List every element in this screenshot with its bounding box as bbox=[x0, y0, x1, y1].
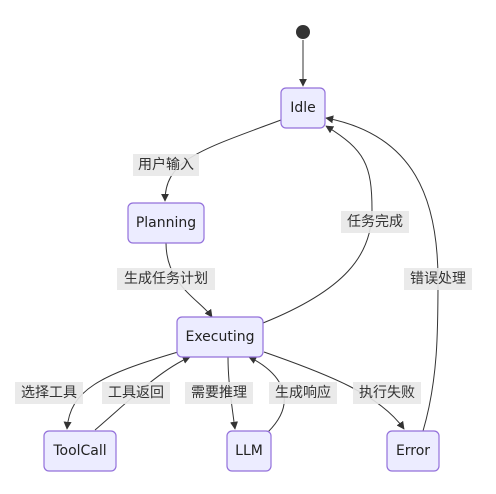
state-toolcall-label: ToolCall bbox=[52, 443, 106, 459]
state-planning-label: Planning bbox=[136, 215, 196, 231]
state-error[interactable]: Error bbox=[386, 430, 440, 472]
edge-executing-to-toolcall bbox=[63, 351, 179, 430]
state-executing-label: Executing bbox=[185, 329, 254, 345]
state-toolcall[interactable]: ToolCall bbox=[43, 430, 117, 472]
edge-label-error-handling-text: 错误处理 bbox=[410, 271, 466, 287]
state-llm[interactable]: LLM bbox=[226, 430, 272, 472]
state-error-label: Error bbox=[396, 443, 430, 459]
edge-label-generate-response: 生成响应 bbox=[269, 382, 337, 404]
edge-executing-to-error bbox=[263, 351, 405, 430]
edge-label-user-input-text: 用户输入 bbox=[138, 156, 194, 173]
edge-label-generate-plan: 生成任务计划 bbox=[117, 268, 215, 290]
edge-label-task-complete-text: 任务完成 bbox=[347, 214, 403, 230]
edges bbox=[63, 40, 439, 433]
state-idle-label: Idle bbox=[290, 100, 316, 116]
edge-label-select-tool-text: 选择工具 bbox=[21, 385, 77, 401]
state-executing[interactable]: Executing bbox=[176, 316, 264, 358]
state-planning[interactable]: Planning bbox=[127, 202, 205, 244]
edge-label-user-input: 用户输入 bbox=[133, 154, 199, 176]
state-idle[interactable]: Idle bbox=[280, 87, 326, 129]
edge-label-execution-failed-text: 执行失败 bbox=[359, 385, 415, 401]
edge-label-tool-return-text: 工具返回 bbox=[108, 385, 164, 401]
edge-label-tool-return: 工具返回 bbox=[102, 382, 170, 404]
edge-label-task-complete: 任务完成 bbox=[341, 211, 409, 233]
edge-label-generate-response-text: 生成响应 bbox=[275, 384, 331, 401]
edge-label-execution-failed: 执行失败 bbox=[353, 382, 421, 404]
edge-label-generate-plan-text: 生成任务计划 bbox=[124, 271, 208, 287]
state-llm-label: LLM bbox=[235, 443, 263, 459]
edge-label-needs-reasoning: 需要推理 bbox=[185, 382, 253, 404]
edge-label-select-tool: 选择工具 bbox=[15, 382, 83, 404]
edge-label-error-handling: 错误处理 bbox=[404, 268, 472, 290]
edge-label-needs-reasoning-text: 需要推理 bbox=[191, 385, 247, 401]
start-node bbox=[296, 25, 310, 39]
